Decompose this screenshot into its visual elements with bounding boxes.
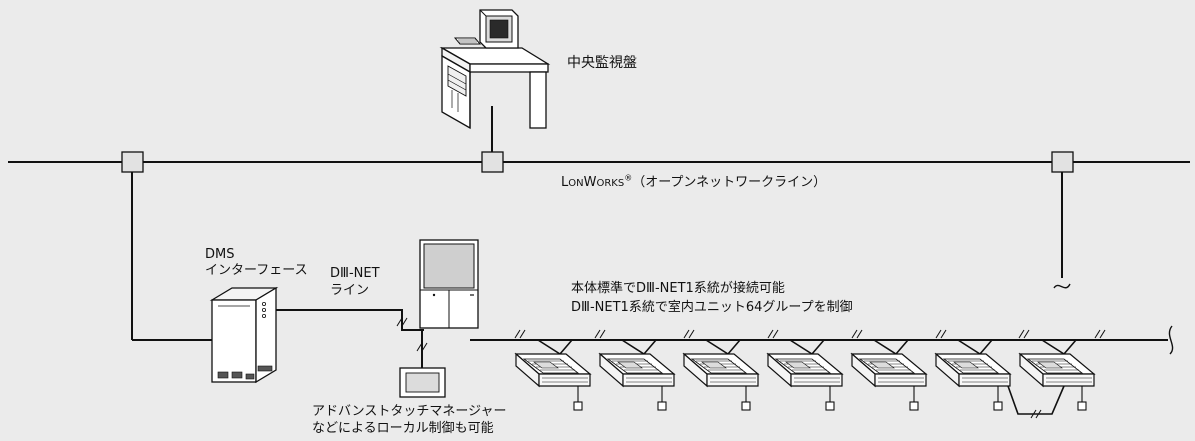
remote-controller-icon xyxy=(825,401,835,411)
remote-controller-icon xyxy=(1077,401,1087,411)
remote-controller-icon xyxy=(993,401,1003,411)
spec-line-2: DⅢ-NET1系統で室内ユニット64グループを制御 xyxy=(571,300,853,315)
remote-controller-icon xyxy=(657,401,667,411)
interface-cabinet-icon xyxy=(209,286,279,384)
touch-panel-icon xyxy=(399,367,446,398)
network-node-icon xyxy=(1051,151,1074,173)
dms-title-label: DMS xyxy=(205,247,235,262)
group-link-line xyxy=(1007,385,1065,415)
dnet-line xyxy=(276,309,424,331)
ceiling-cassette-icon xyxy=(683,353,759,387)
ceiling-cassette-icon xyxy=(1019,353,1095,387)
remote-controller-icon xyxy=(573,401,583,411)
remote-controllers xyxy=(573,386,1087,411)
ceiling-cassette-icon xyxy=(599,353,675,387)
ceiling-cassette-icon xyxy=(767,353,843,387)
ceiling-cassette-icon xyxy=(851,353,927,387)
remote-controller-icon xyxy=(909,401,919,411)
ceiling-cassette-icon xyxy=(515,353,591,387)
outdoor-unit-icon xyxy=(419,239,479,329)
lonworks-label: LONWORKS®（オープンネットワークライン） xyxy=(561,173,827,190)
network-node-icon xyxy=(481,151,504,173)
remote-controller-icon xyxy=(741,401,751,411)
network-node-icon xyxy=(121,151,144,173)
dnet-line-label-2: ライン xyxy=(330,283,370,298)
bus-slash-marks xyxy=(514,329,1106,339)
workstation-desk-icon xyxy=(439,9,551,130)
ceiling-cassette-icon xyxy=(935,353,1011,387)
spec-line-1: 本体標準でDⅢ-NET1系統が接続可能 xyxy=(571,281,785,296)
touch-manager-label-2: などによるローカル制御も可能 xyxy=(312,421,494,436)
dms-subtitle-label: インターフェース xyxy=(205,263,308,278)
right-drop-break-icon xyxy=(1053,283,1071,289)
central-monitor-label: 中央監視盤 xyxy=(567,55,637,71)
touch-manager-label-1: アドバンストタッチマネージャー xyxy=(312,404,507,419)
bus-break-icon xyxy=(1168,325,1174,355)
dnet-line-label-1: DⅢ-NET xyxy=(330,266,380,281)
indoor-drops xyxy=(537,339,1077,356)
